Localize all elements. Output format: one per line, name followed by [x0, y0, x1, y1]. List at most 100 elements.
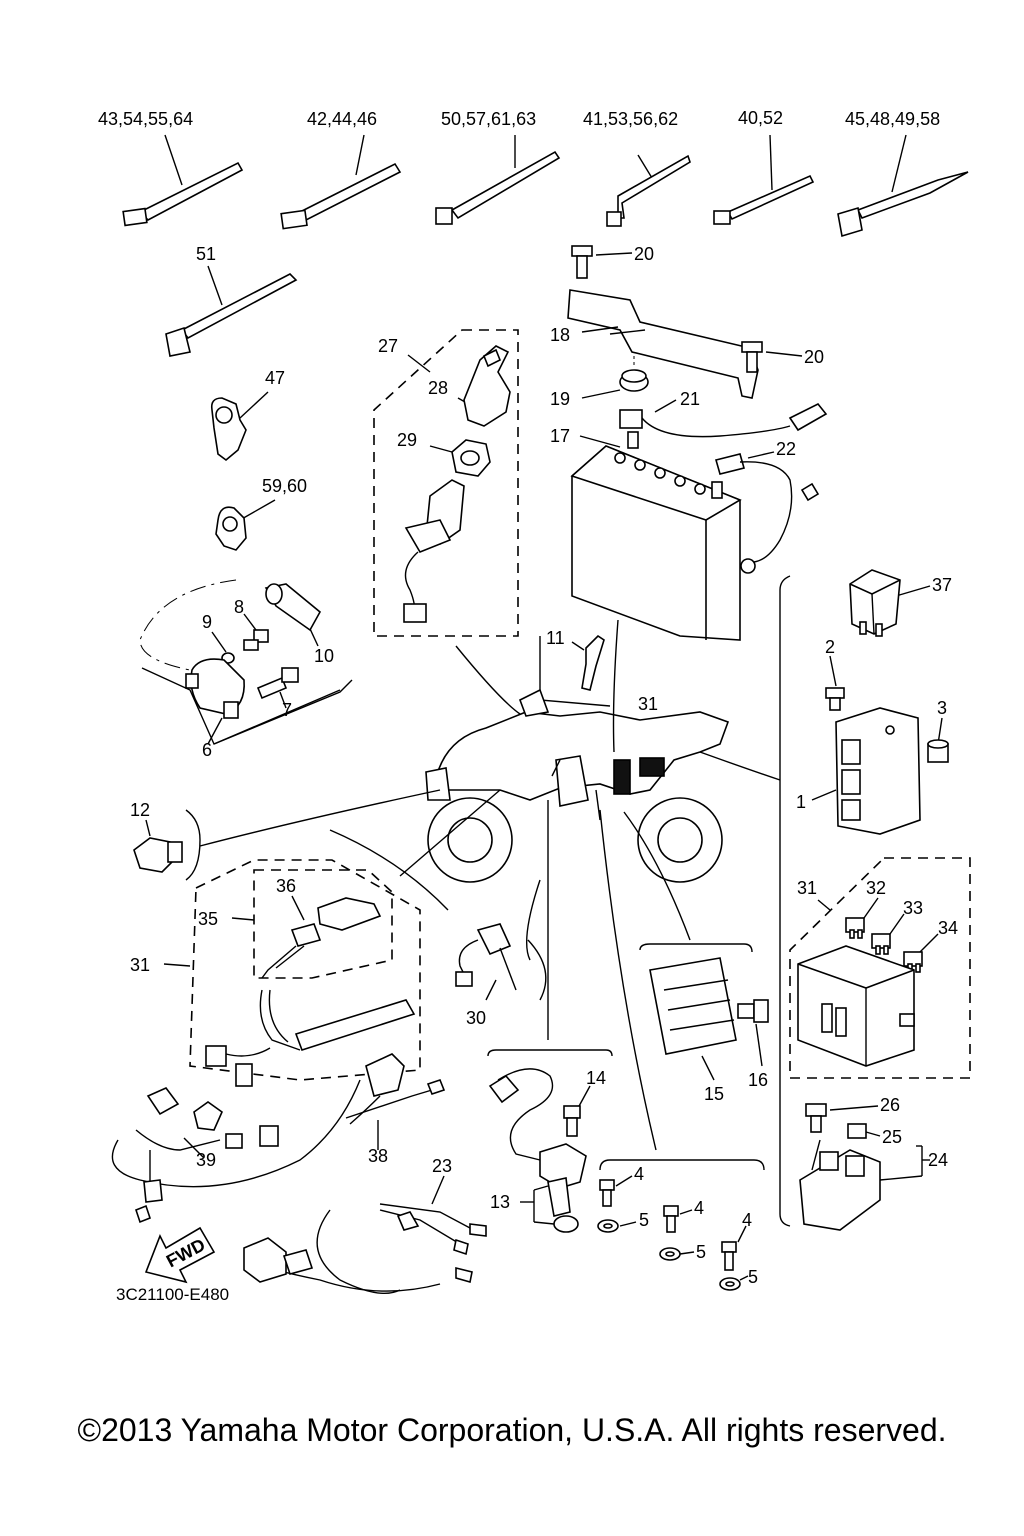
- battery-17: [570, 431, 742, 641]
- key-28: [457, 345, 511, 427]
- callout-45-48-49-58: 45,48,49,58: [845, 109, 940, 129]
- callout-59-60: 59,60: [262, 476, 307, 496]
- callout-47: 47: [265, 368, 285, 388]
- callout-2: 2: [825, 637, 835, 657]
- callout-14: 14: [586, 1068, 606, 1088]
- callout-26: 26: [880, 1095, 900, 1115]
- callout-4b: 4: [694, 1198, 704, 1218]
- callout-13: 13: [490, 1192, 510, 1212]
- callout-4c: 4: [742, 1210, 752, 1230]
- callout-31a: 31: [638, 694, 658, 714]
- main-switch-body: [403, 479, 465, 623]
- ignition-coil-group: [139, 579, 353, 745]
- washer-5a: [597, 1219, 637, 1233]
- relay-37: [849, 569, 931, 637]
- starter-relay-group: [799, 1103, 930, 1231]
- coil-6: [185, 658, 245, 745]
- callout-20b: 20: [804, 347, 824, 367]
- callout-31b: 31: [797, 878, 817, 898]
- callout-23: 23: [432, 1156, 452, 1176]
- callout-37: 37: [932, 575, 952, 595]
- callout-30: 30: [466, 1008, 486, 1028]
- callout-50-57-61-63: 50,57,61,63: [441, 109, 536, 129]
- sub-harness-38-39: [111, 1053, 446, 1224]
- callout-8: 8: [234, 597, 244, 617]
- washer-5c: [719, 1275, 749, 1291]
- speed-sensor-group: [487, 1049, 613, 1233]
- callout-5b: 5: [696, 1242, 706, 1262]
- switch-30: [455, 923, 547, 1001]
- callout-19: 19: [550, 389, 570, 409]
- bolt-26: [805, 1103, 879, 1133]
- callout-28: 28: [428, 378, 448, 398]
- bolt-20-right: [741, 341, 803, 373]
- callout-32: 32: [866, 878, 886, 898]
- callout-21: 21: [680, 389, 700, 409]
- callout-3: 3: [937, 698, 947, 718]
- callout-34: 34: [938, 918, 958, 938]
- bolt-4a: [599, 1175, 633, 1207]
- callout-42-44-46: 42,44,46: [307, 109, 377, 129]
- bolt-16: [737, 999, 769, 1067]
- bolts-washers-group: [597, 1159, 765, 1291]
- atv-silhouette: [425, 688, 730, 883]
- harness-23: [243, 1175, 487, 1295]
- battery-lead-22: [715, 451, 820, 574]
- cable-tie-group-5: [713, 134, 815, 225]
- cable-tie-51: [165, 265, 298, 357]
- callout-9: 9: [202, 612, 212, 632]
- callout-36: 36: [276, 876, 296, 896]
- callout-33: 33: [903, 898, 923, 918]
- callout-31c: 31: [130, 955, 150, 975]
- callout-39: 39: [196, 1150, 216, 1170]
- callout-24: 24: [928, 1150, 948, 1170]
- clamp-47: [210, 391, 269, 462]
- callout-15: 15: [704, 1084, 724, 1104]
- callout-35: 35: [198, 909, 218, 929]
- grommet-19: [581, 356, 649, 399]
- callout-4a: 4: [634, 1164, 644, 1184]
- fwd-arrow-icon: FWD: [144, 1226, 216, 1284]
- diagram-code: 3C21100-E480: [116, 1285, 229, 1304]
- callout-1: 1: [796, 792, 806, 812]
- callout-labels: 43,54,55,64 42,44,46 50,57,61,63 41,53,5…: [98, 108, 958, 1304]
- fuse-33: [871, 913, 905, 955]
- callout-12: 12: [130, 800, 150, 820]
- fuse-box-group: [789, 857, 971, 1079]
- callout-20a: 20: [634, 244, 654, 264]
- grommet-3: [927, 717, 949, 763]
- bolt-4b: [663, 1205, 693, 1233]
- callout-29: 29: [397, 430, 417, 450]
- plug-cap-10: [264, 583, 322, 647]
- nut-29: [429, 439, 491, 477]
- bolt-14: [563, 1085, 591, 1137]
- cable-tie-group-6: [837, 134, 969, 238]
- clip-59-60: [215, 499, 276, 551]
- callout-16: 16: [748, 1070, 768, 1090]
- callout-25: 25: [882, 1127, 902, 1147]
- fuse-25: [847, 1123, 881, 1139]
- cdi-unit-1: [811, 707, 921, 835]
- cdi-group: [779, 575, 949, 1227]
- callout-22: 22: [776, 439, 796, 459]
- callout-6: 6: [202, 740, 212, 760]
- sensor-12: [133, 809, 201, 881]
- cable-tie-group-4: [606, 154, 691, 227]
- cable-tie-group-3: [435, 135, 561, 225]
- cable-tie-group-1: [122, 134, 244, 227]
- fuse-box-body: [797, 945, 915, 1067]
- callout-5a: 5: [639, 1210, 649, 1230]
- callout-10: 10: [314, 646, 334, 666]
- bolt-20-top: [571, 245, 633, 279]
- callout-11: 11: [546, 628, 565, 648]
- copyright-notice: ©2013 Yamaha Motor Corporation, U.S.A. A…: [77, 1412, 947, 1448]
- battery-band-18: [567, 289, 759, 399]
- callout-7: 7: [282, 700, 292, 720]
- bolt-4c: [721, 1225, 747, 1271]
- callout-40-52: 40,52: [738, 108, 783, 128]
- rectifier-15: [639, 943, 753, 1081]
- battery-lead-21: [619, 399, 828, 438]
- harness-group-31: [163, 859, 421, 1087]
